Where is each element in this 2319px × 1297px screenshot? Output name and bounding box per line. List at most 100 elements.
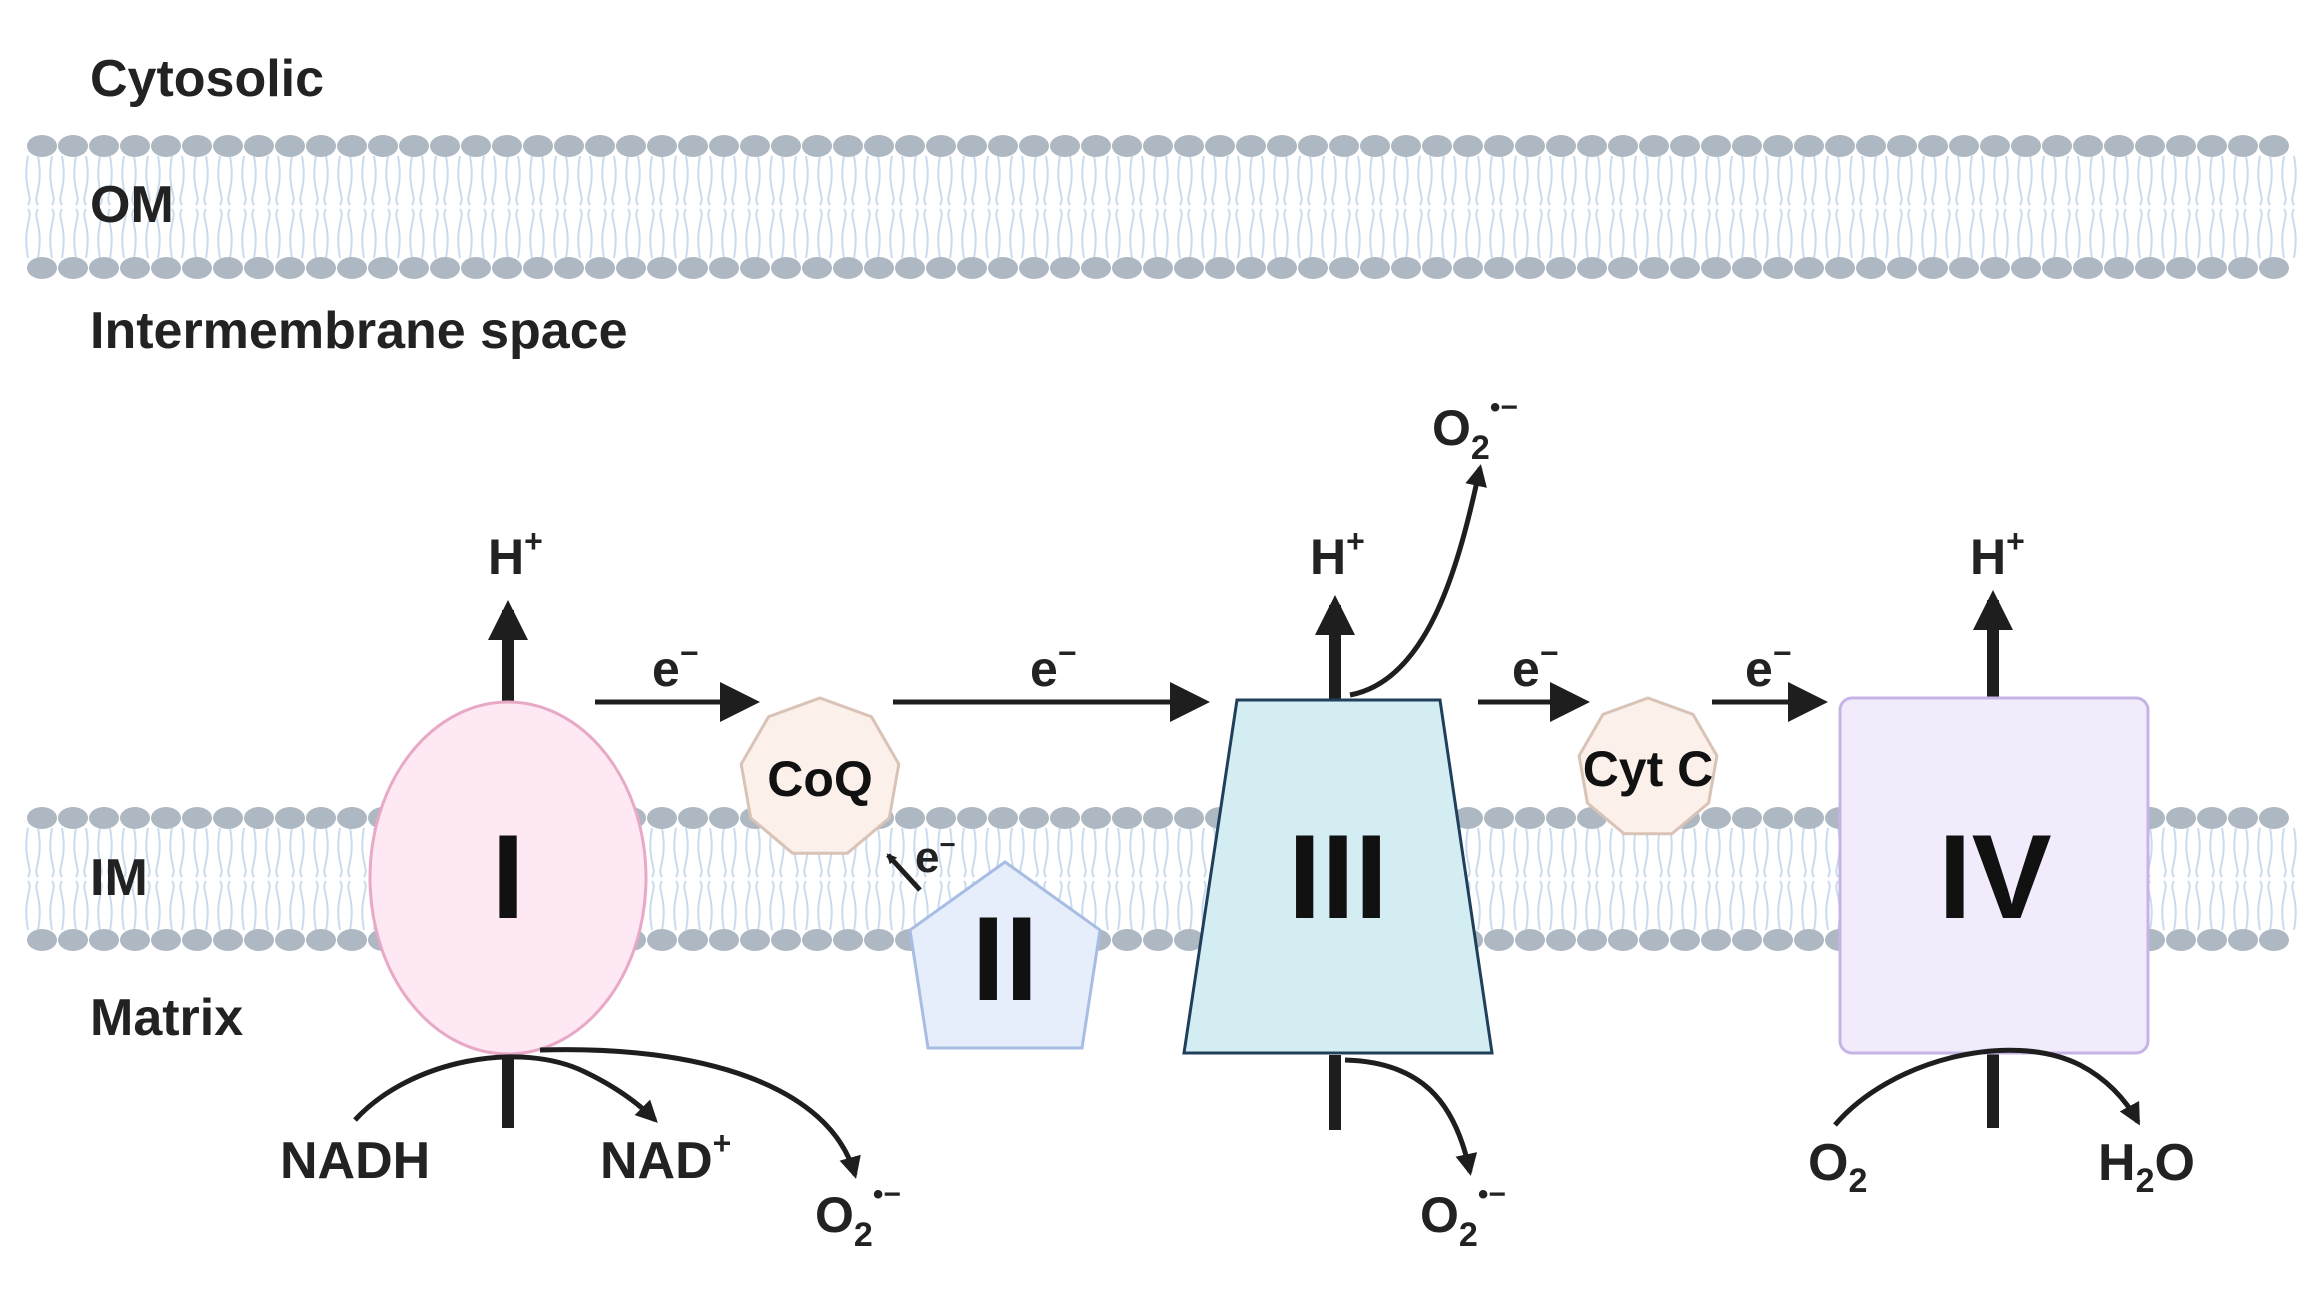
lipid-head <box>368 135 398 157</box>
lipid-head <box>1701 135 1731 157</box>
lipid-head <box>1081 807 1111 829</box>
lipid-head <box>1515 807 1545 829</box>
lipid-tail <box>1897 155 1913 259</box>
lipid-head <box>1019 257 1049 279</box>
lipid-head <box>1174 929 1204 951</box>
lipid-tail <box>193 155 209 259</box>
lipid-head <box>864 929 894 951</box>
lipid-tail <box>385 155 401 259</box>
lipid-head <box>89 257 119 279</box>
lipid-head <box>244 257 274 279</box>
lipid-head <box>1608 135 1638 157</box>
lipid-head <box>833 257 863 279</box>
lipid-tail <box>73 155 89 259</box>
oxygen-symbol: O <box>1808 1134 1848 1192</box>
lipid-tail <box>241 827 257 931</box>
o2-to-h2o-arrow <box>1833 1047 2141 1127</box>
lipid-tail <box>1249 155 1265 259</box>
lipid-tail <box>2257 155 2273 259</box>
oxygen-symbol: O <box>815 1187 854 1243</box>
lipid-tail <box>2281 827 2297 931</box>
lipid-head <box>1484 807 1514 829</box>
lipid-tail <box>1393 155 1409 259</box>
complex-iii: III H+ O2•− O2•− <box>1182 391 1518 1254</box>
lipid-head <box>1298 257 1328 279</box>
lipid-tail <box>2137 155 2153 259</box>
lipid-tail <box>1129 827 1145 931</box>
lipid-head <box>740 257 770 279</box>
oxygen-symbol: O <box>1432 400 1471 456</box>
lipid-tail <box>2041 155 2057 259</box>
proton-charge: + <box>1346 523 1365 559</box>
lipid-head <box>926 807 956 829</box>
lipid-tail <box>2209 827 2225 931</box>
lipid-tail <box>1921 155 1937 259</box>
lipid-head <box>1577 135 1607 157</box>
complex-iii-shape <box>1182 698 1494 1055</box>
lipid-head <box>1205 135 1235 157</box>
lipid-tail <box>1033 155 1049 259</box>
lipid-tail <box>1969 155 1985 259</box>
lipid-head <box>182 929 212 951</box>
lipid-head <box>1856 257 1886 279</box>
lipid-head <box>89 135 119 157</box>
lipid-tail <box>265 827 281 931</box>
lipid-head <box>554 257 584 279</box>
lipid-tail <box>1537 155 1553 259</box>
lipid-head <box>1949 257 1979 279</box>
lipid-tail <box>1153 155 1169 259</box>
lipid-head <box>2197 257 2227 279</box>
lipid-tail <box>649 155 665 259</box>
lipid-tail <box>1129 155 1145 259</box>
lipid-head <box>182 135 212 157</box>
cytc-carrier: Cyt C <box>1577 696 1719 836</box>
complex-ii: II e− <box>886 829 1102 1050</box>
lipid-head <box>1422 257 1452 279</box>
lipid-tail <box>673 827 689 931</box>
lipid-tail <box>481 155 497 259</box>
label-o2: O2 <box>1808 1134 1867 1200</box>
lipid-tail <box>817 155 833 259</box>
lipid-head <box>1794 135 1824 157</box>
lipid-head <box>1825 257 1855 279</box>
lipid-head <box>1825 135 1855 157</box>
label-cytosolic: Cytosolic <box>90 50 324 108</box>
electron-symbol: e <box>915 833 939 882</box>
lipid-tail <box>601 155 617 259</box>
lipid-head <box>120 257 150 279</box>
lipid-tail <box>1849 155 1865 259</box>
lipid-head <box>151 257 181 279</box>
electron-label-i-to-coq: e− <box>652 635 699 697</box>
lipid-tail <box>337 827 353 931</box>
lipid-tail <box>1777 827 1793 931</box>
superoxide-arrow-complex-iii-top <box>1349 464 1487 698</box>
lipid-tail <box>1009 827 1025 931</box>
lipid-head <box>2259 807 2289 829</box>
lipid-tail <box>169 155 185 259</box>
lipid-head <box>1794 807 1824 829</box>
lipid-head <box>864 257 894 279</box>
lipid-head <box>2197 135 2227 157</box>
lipid-tail <box>433 155 449 259</box>
lipid-head <box>802 135 832 157</box>
lipid-tail <box>1993 155 2009 259</box>
lipid-head <box>1608 257 1638 279</box>
lipid-tail <box>841 827 857 931</box>
oxygen-symbol: O <box>1420 1187 1459 1243</box>
lipid-head <box>957 135 987 157</box>
lipid-tail <box>217 827 233 931</box>
lipid-head <box>895 807 925 829</box>
lipid-tail <box>2257 827 2273 931</box>
lipid-head <box>1236 257 1266 279</box>
lipid-tail <box>1705 827 1721 931</box>
coq-label: CoQ <box>767 751 873 807</box>
lipid-tail <box>73 827 89 931</box>
lipid-head <box>709 929 739 951</box>
lipid-head <box>1670 257 1700 279</box>
lipid-head <box>2259 929 2289 951</box>
lipid-head <box>957 257 987 279</box>
lipid-tail <box>1321 155 1337 259</box>
lipid-head <box>678 807 708 829</box>
lipid-tail <box>937 827 953 931</box>
